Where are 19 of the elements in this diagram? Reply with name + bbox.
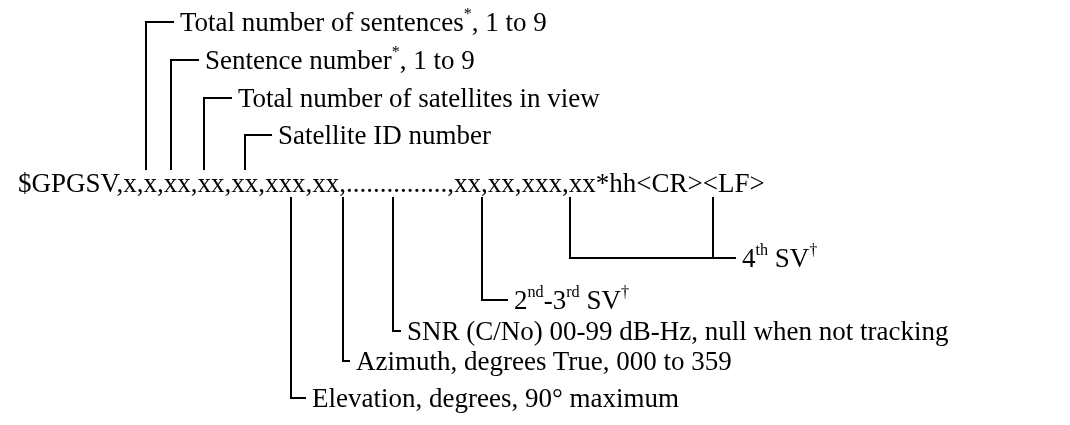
- callout-text: Total number of satellites in view: [238, 83, 600, 113]
- callout-text: SNR (C/No) 00-99 dB-Hz, null when not tracking: [407, 316, 949, 346]
- callout-text: Satellite ID number: [278, 120, 491, 150]
- callout-text: 4$^{th}$ SV$^{†}$: [742, 243, 818, 273]
- callout-text: Sentence number$^{*}$, 1 to 9: [205, 45, 475, 75]
- leader-line: [481, 196, 509, 301]
- leader-line: [392, 196, 402, 332]
- callout-text: Total number of sentences$^{*}$, 1 to 9: [180, 7, 547, 37]
- callout-text: Azimuth, degrees True, 000 to 359: [356, 346, 732, 376]
- leader-line: [203, 97, 233, 171]
- leader-line: [244, 134, 273, 171]
- leader-line: [290, 196, 307, 399]
- leader-line: [145, 21, 175, 171]
- leader-line: [342, 196, 351, 362]
- leader-line: [170, 59, 200, 171]
- callout-text: 2$^{nd}$-3$^{rd}$ SV$^{†}$: [514, 285, 630, 315]
- callout-text: Elevation, degrees, 90° maximum: [312, 383, 679, 413]
- leader-line: [569, 196, 737, 259]
- message-format-text: $GPGSV,x,x,xx,xx,xx,xxx,xx,...............,xx,xx,xxx,xx*hh<CR><LF>: [18, 170, 765, 197]
